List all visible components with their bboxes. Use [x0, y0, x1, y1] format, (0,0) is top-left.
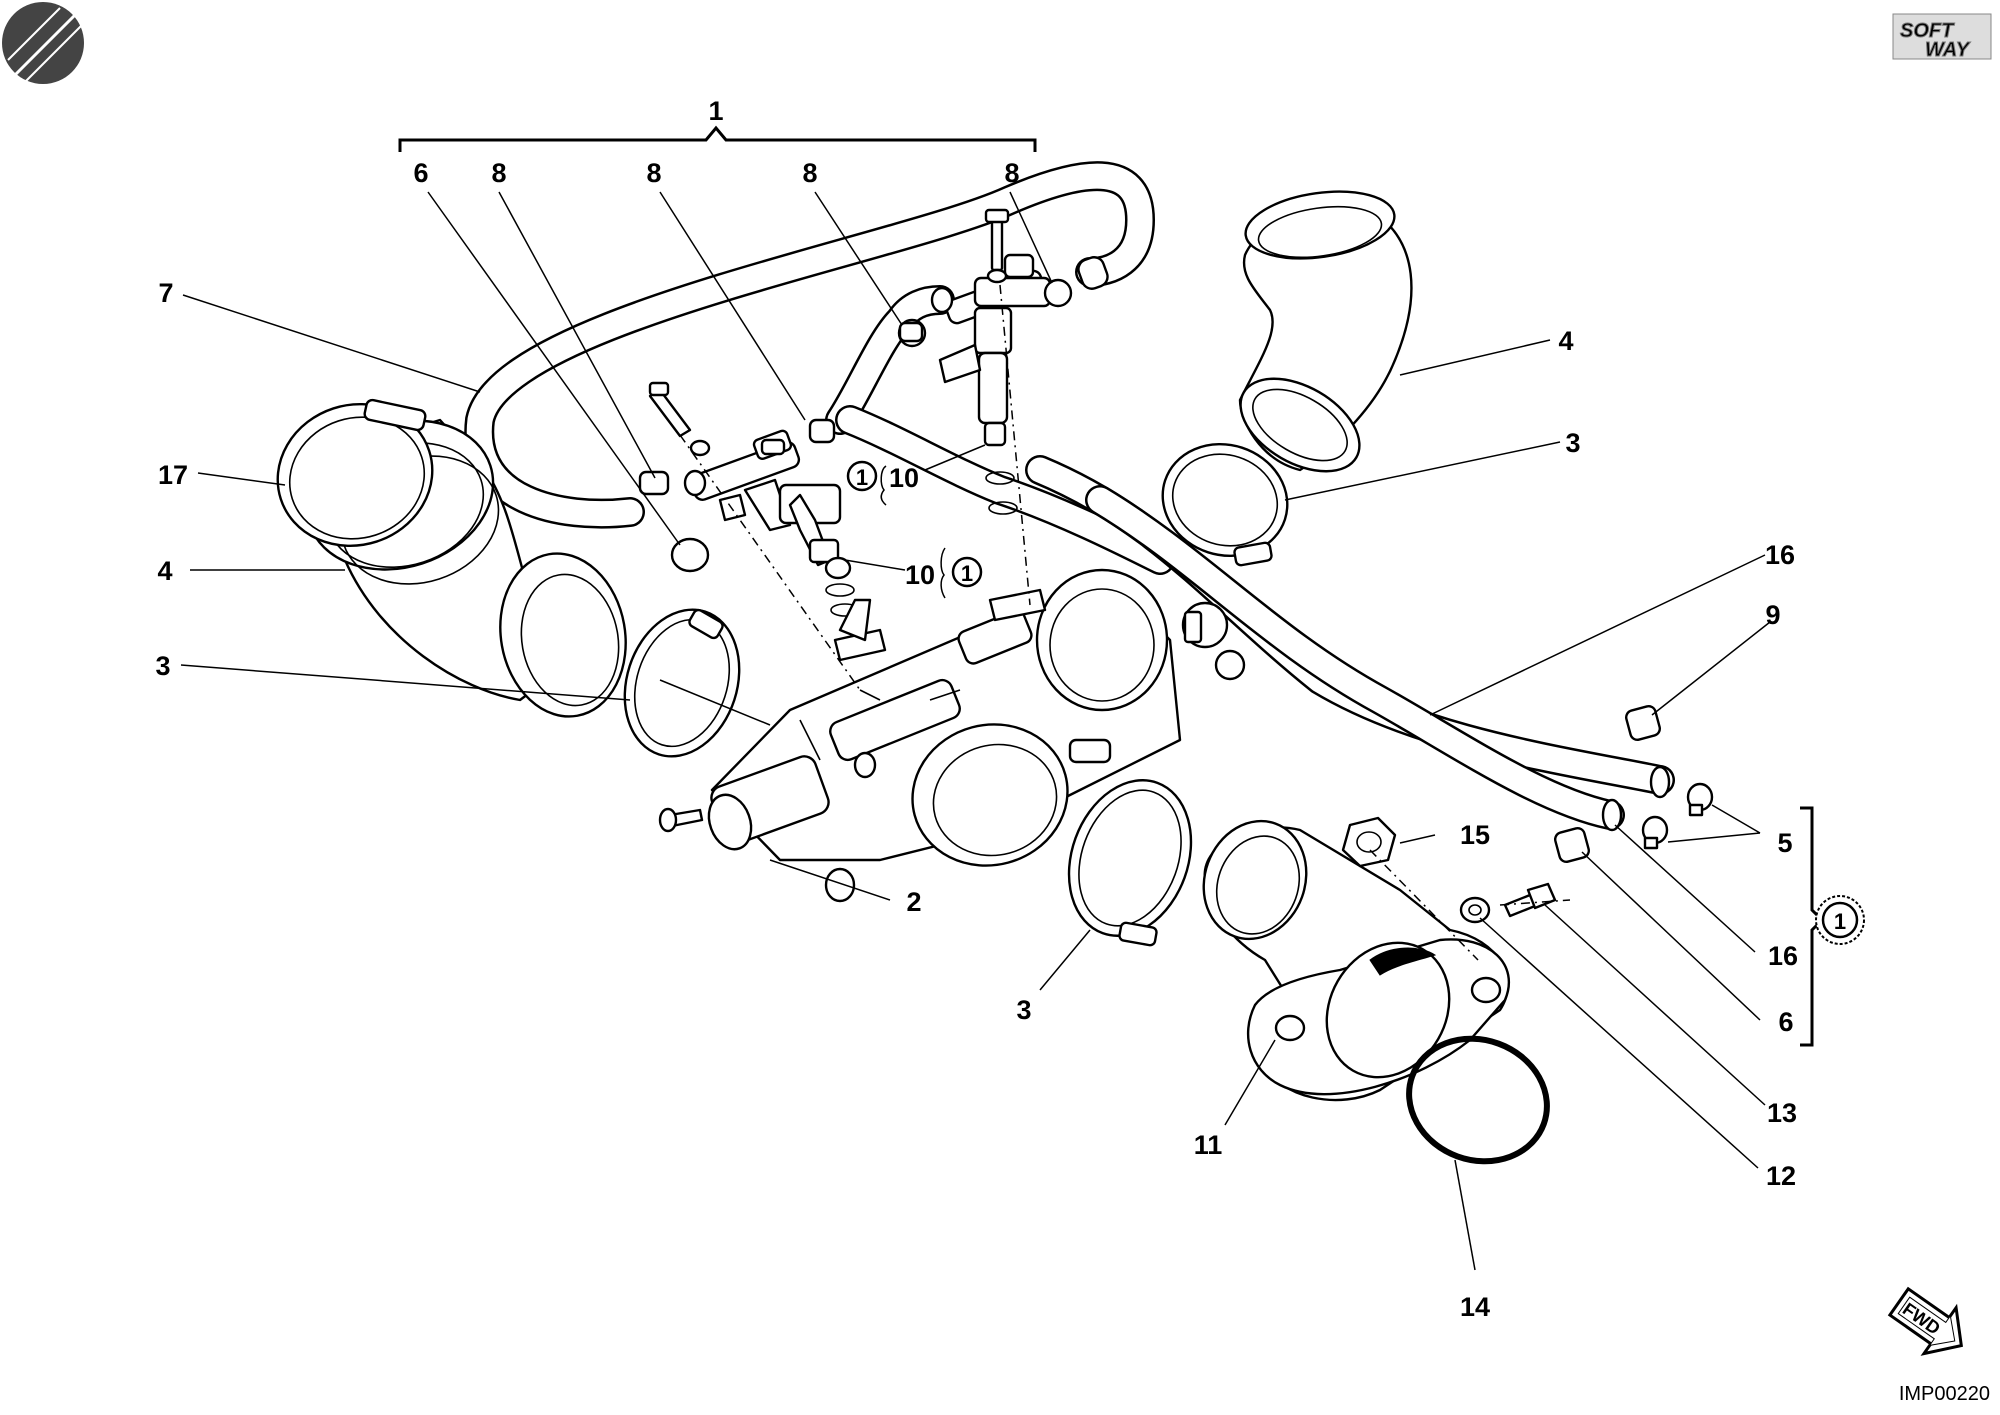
throttle-body-assembly [658, 568, 1246, 903]
callout-2: 2 [906, 887, 921, 917]
callout-15: 15 [1460, 820, 1490, 850]
callout-12: 12 [1766, 1161, 1796, 1191]
assembly-centerlines [679, 284, 1571, 961]
corner-marker-icon [2, 2, 84, 84]
callout-7: 7 [158, 278, 173, 308]
callout-14: 14 [1460, 1292, 1490, 1322]
callout-13: 13 [1767, 1098, 1797, 1128]
hoses [464, 161, 1675, 832]
callout-6-top: 6 [413, 158, 428, 188]
leader-lines [180, 125, 1825, 1271]
callout-16-top: 16 [1765, 540, 1795, 570]
kit-marker-lower-icon: 1 [951, 556, 983, 588]
callout-11: 11 [1194, 1130, 1223, 1160]
o-ring-14 [1406, 1035, 1550, 1165]
spring-clip-5 [1641, 782, 1714, 850]
callout-1: 1 [708, 96, 723, 126]
callout-labels: 1 6 8 8 8 8 7 4 17 4 3 3 10 10 16 9 5 15… [155, 96, 1798, 1322]
kit-marker-upper-text: 1 [856, 465, 868, 490]
callout-8-c: 8 [802, 158, 817, 188]
callout-4-right: 4 [1558, 326, 1573, 356]
intake-manifold-11 [1202, 819, 1511, 1102]
kit-marker-lower-text: 1 [961, 561, 973, 586]
kit-marker-upper-icon: 1 [846, 460, 878, 492]
kit-marker-right-icon: 1 [1815, 895, 1865, 945]
intake-boot-right-upper [1238, 190, 1413, 473]
kit-marker-right-text: 1 [1834, 909, 1846, 934]
fuel-injector-rail [638, 208, 1073, 662]
hose-clamp-17 [276, 398, 434, 548]
figure-code: IMP00220 [1899, 1383, 1990, 1405]
fwd-arrow-icon: FWD [1887, 1286, 1963, 1356]
softway-logo: SOFT WAY [1892, 13, 1992, 62]
callout-8-b: 8 [646, 158, 661, 188]
logo-line2: WAY [1925, 39, 1971, 61]
callout-4-left: 4 [157, 556, 172, 586]
callout-10-upper: 10 [889, 463, 919, 493]
callout-6-lower: 6 [1778, 1007, 1793, 1037]
washer-12 [1459, 896, 1491, 924]
nut-15 [1341, 816, 1397, 868]
callout-16-lower: 16 [1768, 941, 1798, 971]
hose-clamp-3-lower [1067, 779, 1193, 947]
callout-8-d: 8 [1004, 158, 1019, 188]
callout-10-lower: 10 [905, 560, 935, 590]
callout-8-a: 8 [491, 158, 506, 188]
collar-9 [1625, 705, 1661, 741]
callout-9: 9 [1765, 600, 1780, 630]
collar-6-right [1554, 827, 1590, 863]
callout-3-lower: 3 [1016, 995, 1031, 1025]
callout-3-left: 3 [155, 651, 170, 681]
callout-17: 17 [158, 460, 188, 490]
hose-clamp-3-upper [1161, 442, 1289, 567]
callout-3-right: 3 [1565, 428, 1580, 458]
bolt-13 [1503, 882, 1557, 918]
callout-5: 5 [1777, 828, 1792, 858]
hose-clamp-3-left [623, 608, 741, 758]
logo-line1: SOFT [1900, 20, 1955, 42]
